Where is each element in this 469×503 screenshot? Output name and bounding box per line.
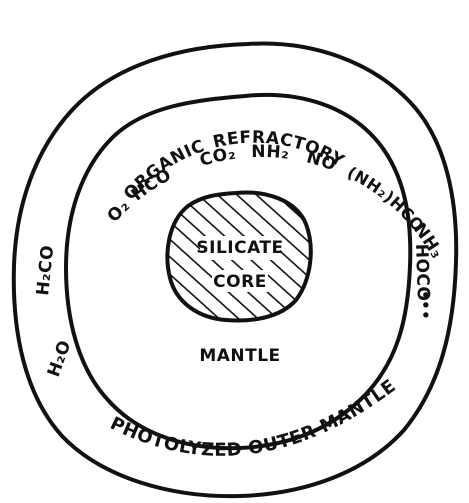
molecule-h2co: H₂CO: [33, 244, 58, 296]
mantle-label: MANTLE: [199, 346, 280, 366]
molecule-h2o: H₂O: [44, 338, 76, 380]
core-label-line2: CORE: [213, 272, 267, 292]
molecule-o2: O₂: [104, 196, 135, 227]
core-label-line1: SILICATE: [196, 238, 283, 258]
outer-mantle-label: PHOTOLYZED OUTER MANTLE: [107, 375, 400, 460]
molecule-nh2: NH₂: [251, 142, 290, 164]
molecule-no: NO: [304, 147, 339, 175]
molecule-nh2hco: (NH₂)HCO: [344, 163, 428, 236]
ellipsis-dots: •••: [416, 290, 434, 320]
